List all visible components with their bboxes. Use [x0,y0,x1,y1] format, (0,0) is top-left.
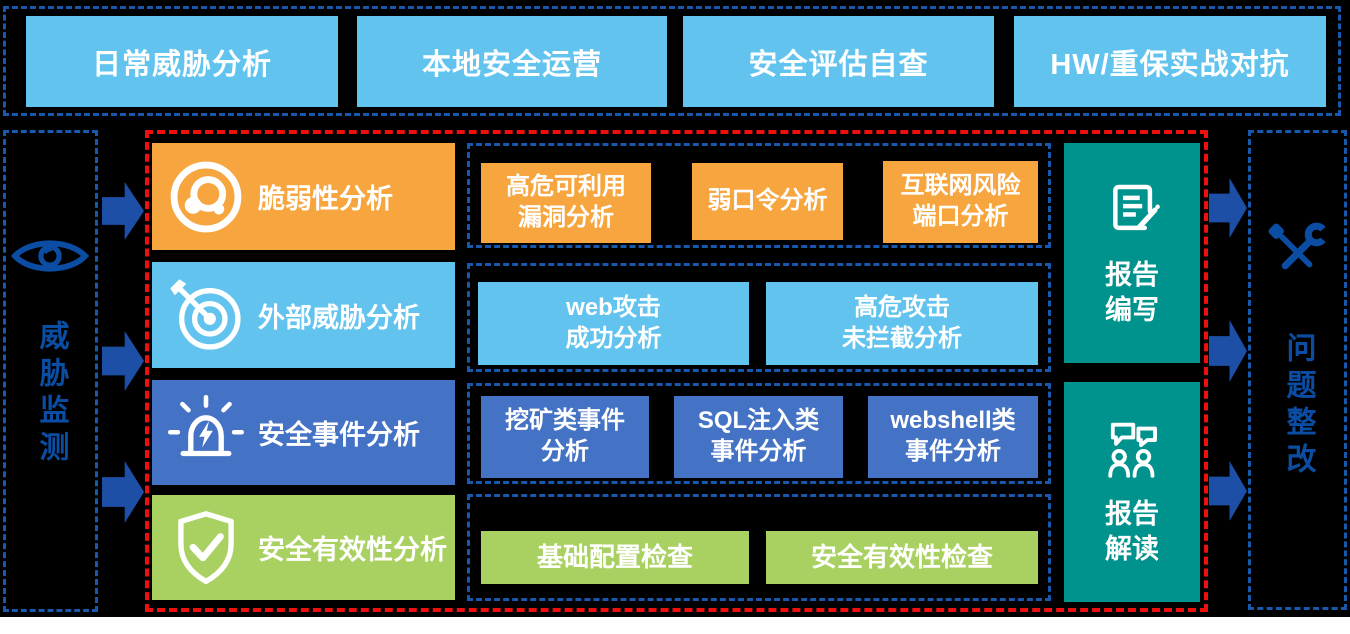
row4-items-frame [467,494,1051,601]
item-high-risk-vuln: 高危可利用 漏洞分析 [481,163,651,243]
tools-icon [1268,222,1330,270]
step-report-writing: 报告 编写 [1064,143,1200,363]
left-panel-label-wrap: 威胁监测 [3,320,98,468]
left-panel-frame [3,130,98,612]
flow-arrow-left-1 [102,182,144,240]
item-webshell-events: webshell类 事件分析 [868,396,1038,478]
category-vulnerability-analysis: 脆弱性分析 [152,143,455,250]
target-icon [170,279,241,350]
row1-items-frame [467,143,1051,248]
diagram-canvas: 日常威胁分析 本地安全运营 安全评估自查 HW/重保实战对抗 威胁监测 脆弱性分… [0,0,1350,617]
people-chat-icon [1108,422,1157,478]
top-tab-security-assessment: 安全评估自查 [683,16,994,107]
flow-arrow-left-2 [102,331,144,391]
category-security-event-analysis: 安全事件分析 [152,380,455,485]
step-label: 报告 编写 [1105,259,1159,325]
alarm-icon [168,394,244,456]
top-tab-local-security-operations: 本地安全运营 [357,16,667,107]
item-weak-password: 弱口令分析 [692,163,843,240]
item-security-effectiveness-check: 安全有效性检查 [766,531,1038,584]
top-frame [3,6,1341,116]
document-pen-icon [1113,184,1160,231]
row3-items-frame [467,383,1051,484]
flow-arrow-right-2 [1209,320,1247,382]
item-sql-injection-events: SQL注入类 事件分析 [674,396,843,478]
item-mining-events: 挖矿类事件 分析 [481,396,649,478]
shield-check-icon [178,510,234,584]
category-external-threat-analysis: 外部威胁分析 [152,262,455,368]
category-label: 安全有效性分析 [258,535,447,565]
category-label: 外部威胁分析 [258,302,420,333]
category-label: 脆弱性分析 [258,184,393,214]
right-panel-frame [1248,130,1347,610]
category-security-effectiveness-analysis: 安全有效性分析 [152,495,455,600]
main-frame [145,130,1208,612]
item-basic-config-check: 基础配置检查 [481,531,749,584]
category-label: 安全事件分析 [258,420,420,450]
top-tab-daily-threat-analysis: 日常威胁分析 [26,16,338,107]
step-label: 报告 解读 [1105,498,1159,564]
step-report-interpretation: 报告 解读 [1064,382,1200,602]
bug-icon [170,161,242,232]
item-internet-risk-port: 互联网风险 端口分析 [883,161,1038,243]
eye-icon [11,240,89,272]
problem-rectification-label: 问题整改 [1281,332,1315,480]
item-web-attack-success: web攻击 成功分析 [478,282,749,365]
threat-monitoring-label: 威胁监测 [34,320,68,468]
flow-arrow-right-1 [1209,178,1247,238]
row2-items-frame [467,263,1051,372]
right-panel-label-wrap: 问题整改 [1248,332,1347,480]
item-high-risk-unblocked: 高危攻击 未拦截分析 [766,282,1038,365]
top-tab-hw-combat: HW/重保实战对抗 [1014,16,1326,107]
flow-arrow-left-3 [102,461,144,523]
flow-arrow-right-3 [1209,461,1247,521]
